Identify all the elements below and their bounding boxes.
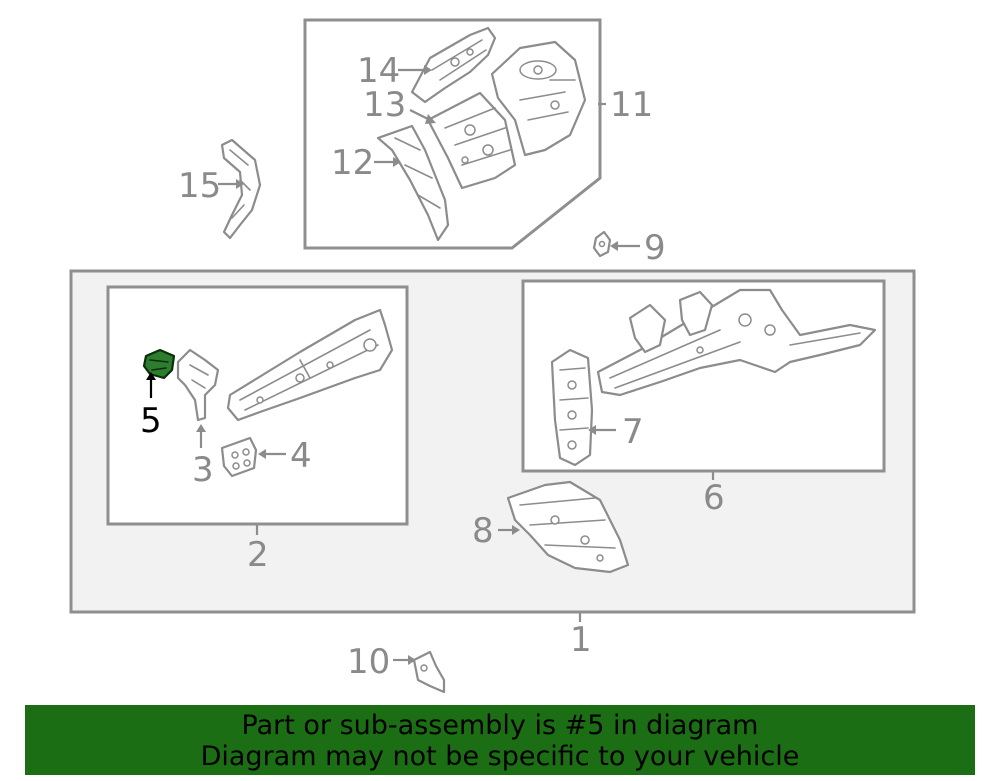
callout-10: 10: [347, 642, 390, 682]
callout-13: 13: [363, 85, 406, 125]
callout-5: 5: [140, 401, 162, 441]
callout-8: 8: [472, 511, 494, 551]
part-13[interactable]: [426, 91, 517, 190]
part-12[interactable]: [376, 124, 450, 242]
part-5[interactable]: [142, 348, 176, 380]
part-4[interactable]: [220, 436, 258, 478]
part-2[interactable]: [226, 308, 394, 422]
part-15[interactable]: [220, 138, 262, 240]
callout-14: 14: [357, 51, 400, 91]
callout-15: 15: [178, 166, 221, 206]
callout-12: 12: [331, 143, 374, 183]
callout-1: 1: [570, 620, 592, 660]
part-7[interactable]: [550, 348, 594, 467]
part-9[interactable]: [592, 230, 612, 258]
callout-3: 3: [192, 450, 214, 490]
banner-line-2: Diagram may not be specific to your vehi…: [200, 741, 800, 772]
callout-2: 2: [247, 535, 269, 575]
part-8[interactable]: [506, 480, 630, 574]
callout-7: 7: [622, 412, 644, 452]
part-11[interactable]: [490, 40, 587, 157]
part-10[interactable]: [412, 650, 446, 694]
parts-diagram: 14 13 12 11 15 9 5 3 4 7 6 8 2 1 10: [69, 18, 916, 694]
callout-11: 11: [610, 85, 653, 125]
callout-9: 9: [644, 228, 666, 268]
info-banner: Part or sub-assembly is #5 in diagram Di…: [25, 705, 975, 775]
part-14[interactable]: [410, 26, 497, 104]
banner-line-1: Part or sub-assembly is #5 in diagram: [241, 710, 759, 741]
callout-6: 6: [703, 478, 725, 518]
part-3[interactable]: [176, 348, 220, 422]
part-6[interactable]: [596, 288, 877, 397]
callout-4: 4: [290, 436, 312, 476]
leader-lines: [146, 65, 715, 665]
